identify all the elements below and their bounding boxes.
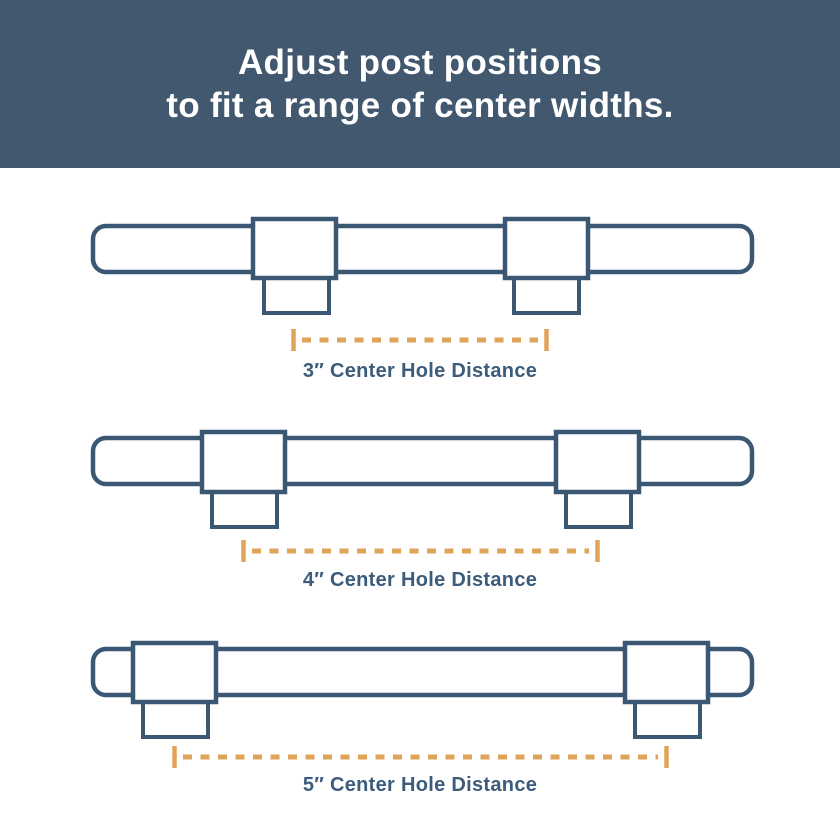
- post-base-right: [512, 276, 581, 315]
- handle-bar: [90, 223, 755, 275]
- handle-post-left: [199, 429, 288, 495]
- measurement-label-5-inch: 5″ Center Hole Distance: [302, 774, 538, 796]
- post-base-right: [633, 700, 702, 739]
- handle-post-left: [250, 216, 339, 281]
- handle-bar: [90, 435, 755, 487]
- post-base-left: [141, 700, 210, 739]
- measurement-label-3-inch: 3″ Center Hole Distance: [302, 360, 538, 382]
- handle-row-5-inch: [90, 640, 755, 768]
- handle-row-4-inch: [90, 429, 755, 562]
- header-title-line-1: Adjust post positions: [237, 43, 603, 82]
- post-base-right: [564, 490, 633, 529]
- header-banner: Adjust post positions to fit a range of …: [0, 0, 840, 168]
- post-base-left: [262, 276, 331, 315]
- handle-bar: [90, 646, 755, 698]
- handle-post-right: [553, 429, 642, 495]
- handle-post-left: [130, 640, 219, 705]
- measurement-label-4-inch: 4″ Center Hole Distance: [302, 569, 538, 591]
- post-base-left: [210, 490, 279, 529]
- header-title-line-2: to fit a range of center widths.: [166, 86, 674, 125]
- handle-row-3-inch: [90, 216, 755, 351]
- handle-post-right: [622, 640, 711, 705]
- handle-post-right: [502, 216, 591, 281]
